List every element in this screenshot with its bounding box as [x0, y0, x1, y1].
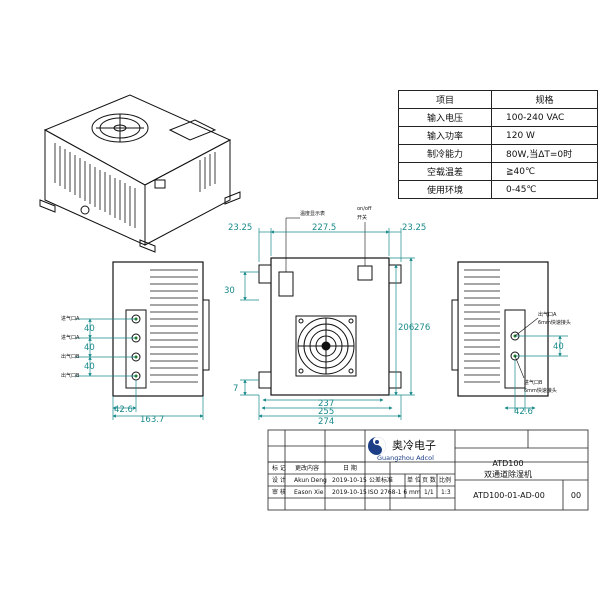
- dim-top-span: 227.5: [312, 223, 336, 233]
- rev-row1-date: 2019-10-15: [332, 477, 367, 484]
- display-label: 温度显示表: [300, 210, 325, 217]
- rev-header-date: 日 期: [343, 464, 357, 472]
- rev-row2-date: 2019-10-15: [332, 489, 367, 496]
- rev-header-mark: 标 记: [272, 464, 286, 472]
- std-header-pages: 页 数: [422, 476, 436, 484]
- std-header-unit: 单 位: [407, 476, 421, 484]
- std-value-pages: 1/1: [424, 489, 434, 496]
- rev-row2-name: Eason Xie: [294, 489, 324, 496]
- spec-row-item: 输入功率: [398, 126, 492, 145]
- std-value-scale: 1:3: [441, 489, 451, 496]
- spec-header-spec: 规格: [491, 90, 598, 109]
- std-header-tolerance: 公差标准: [369, 476, 393, 484]
- port-label-4: 出气口B: [61, 372, 80, 379]
- dim-w2: 255: [318, 407, 334, 417]
- spec-row-value: 0-45℃: [491, 180, 598, 199]
- spec-row: 输入功率 120 W: [398, 126, 598, 145]
- port-label-1: 进气口A: [61, 315, 80, 322]
- drawing-revision: 00: [571, 491, 581, 500]
- spec-table-header: 项目 规格: [398, 90, 598, 109]
- inlet-b-label: 进气口B: [524, 379, 543, 386]
- spec-table: 项目 规格 输入电压 100-240 VAC 输入功率 120 W 制冷能力 8…: [398, 90, 598, 199]
- outlet-a-sublabel: 6mm快速接头: [538, 319, 571, 326]
- dim-right-depth: 42.6: [514, 407, 533, 417]
- dim-height-inner: 206: [398, 323, 414, 333]
- std-value-tolerance: ISO 2768-1 6: [368, 489, 407, 496]
- rev-row2-role: 审 核: [272, 488, 286, 496]
- front-view: 温度显示表 on/off 开关 23: [224, 206, 430, 427]
- rev-row1-role: 设 计: [272, 476, 286, 484]
- spec-row: 制冷能力 80W,当ΔT=0时: [398, 144, 598, 163]
- product-code: ATD100: [492, 459, 523, 468]
- dim-height-total: 276: [414, 323, 430, 333]
- spec-row-item: 输入电压: [398, 108, 492, 127]
- switch-label-line2: 开关: [357, 214, 367, 221]
- dim-right-pitch: 40: [553, 342, 564, 352]
- spec-row-value: 120 W: [491, 126, 598, 145]
- spec-row: 输入电压 100-240 VAC: [398, 108, 598, 127]
- spec-row-value: ≧40℃: [491, 162, 598, 181]
- product-description: 双通道除湿机: [484, 469, 532, 479]
- dim-pitch-1: 40: [84, 324, 95, 334]
- std-value-unit: mm: [409, 489, 421, 496]
- company-logo: [368, 437, 386, 455]
- spec-row-item: 制冷能力: [398, 144, 492, 163]
- dim-depth-1: 42.6: [114, 405, 133, 415]
- spec-row-item: 空载温差: [398, 162, 492, 181]
- outlet-a-label: 出气口A: [538, 311, 557, 318]
- std-header-scale: 比例: [439, 476, 451, 484]
- company-name-cn: 奥冷电子: [392, 438, 436, 452]
- rev-header-content: 更改内容: [295, 464, 319, 472]
- rev-row1-name: Akun Deng: [294, 477, 327, 484]
- spec-header-item: 项目: [398, 90, 492, 109]
- spec-row: 使用环境 0-45℃: [398, 180, 598, 199]
- dim-foot: 7: [233, 384, 238, 394]
- switch-label-line1: on/off: [357, 206, 372, 212]
- dim-right-margin: 23.25: [402, 223, 426, 233]
- right-side-view: 出气口A 6mm快速接头 进气口B 6mm快速接头 40 42.6: [451, 261, 571, 417]
- port-label-2: 进气口A: [61, 334, 80, 341]
- dim-mount-offset: 30: [224, 286, 235, 296]
- dim-w3: 274: [318, 417, 334, 427]
- left-side-view: 进气口A 进气口A 出气口B 出气口B 40 40 40 42.6 163.7: [61, 261, 210, 425]
- spec-row-value: 80W,当ΔT=0时: [491, 144, 598, 163]
- inlet-b-sublabel: 6mm快速接头: [524, 387, 557, 394]
- title-block: [267, 429, 589, 511]
- isometric-view: [39, 94, 241, 253]
- dim-pitch-2: 40: [84, 343, 95, 353]
- drawing-number: ATD100-01-AD-00: [473, 491, 545, 500]
- dim-w1: 237: [318, 399, 334, 409]
- company-name-en: Guangzhou Adcol: [377, 454, 434, 462]
- spec-row-value: 100-240 VAC: [491, 108, 598, 127]
- spec-row-item: 使用环境: [398, 180, 492, 199]
- dim-depth-2: 163.7: [140, 415, 164, 425]
- spec-row: 空载温差 ≧40℃: [398, 162, 598, 181]
- port-label-3: 出气口B: [61, 353, 80, 360]
- dim-pitch-3: 40: [84, 362, 95, 372]
- fan-icon: [295, 315, 357, 377]
- dim-left-margin: 23.25: [228, 223, 252, 233]
